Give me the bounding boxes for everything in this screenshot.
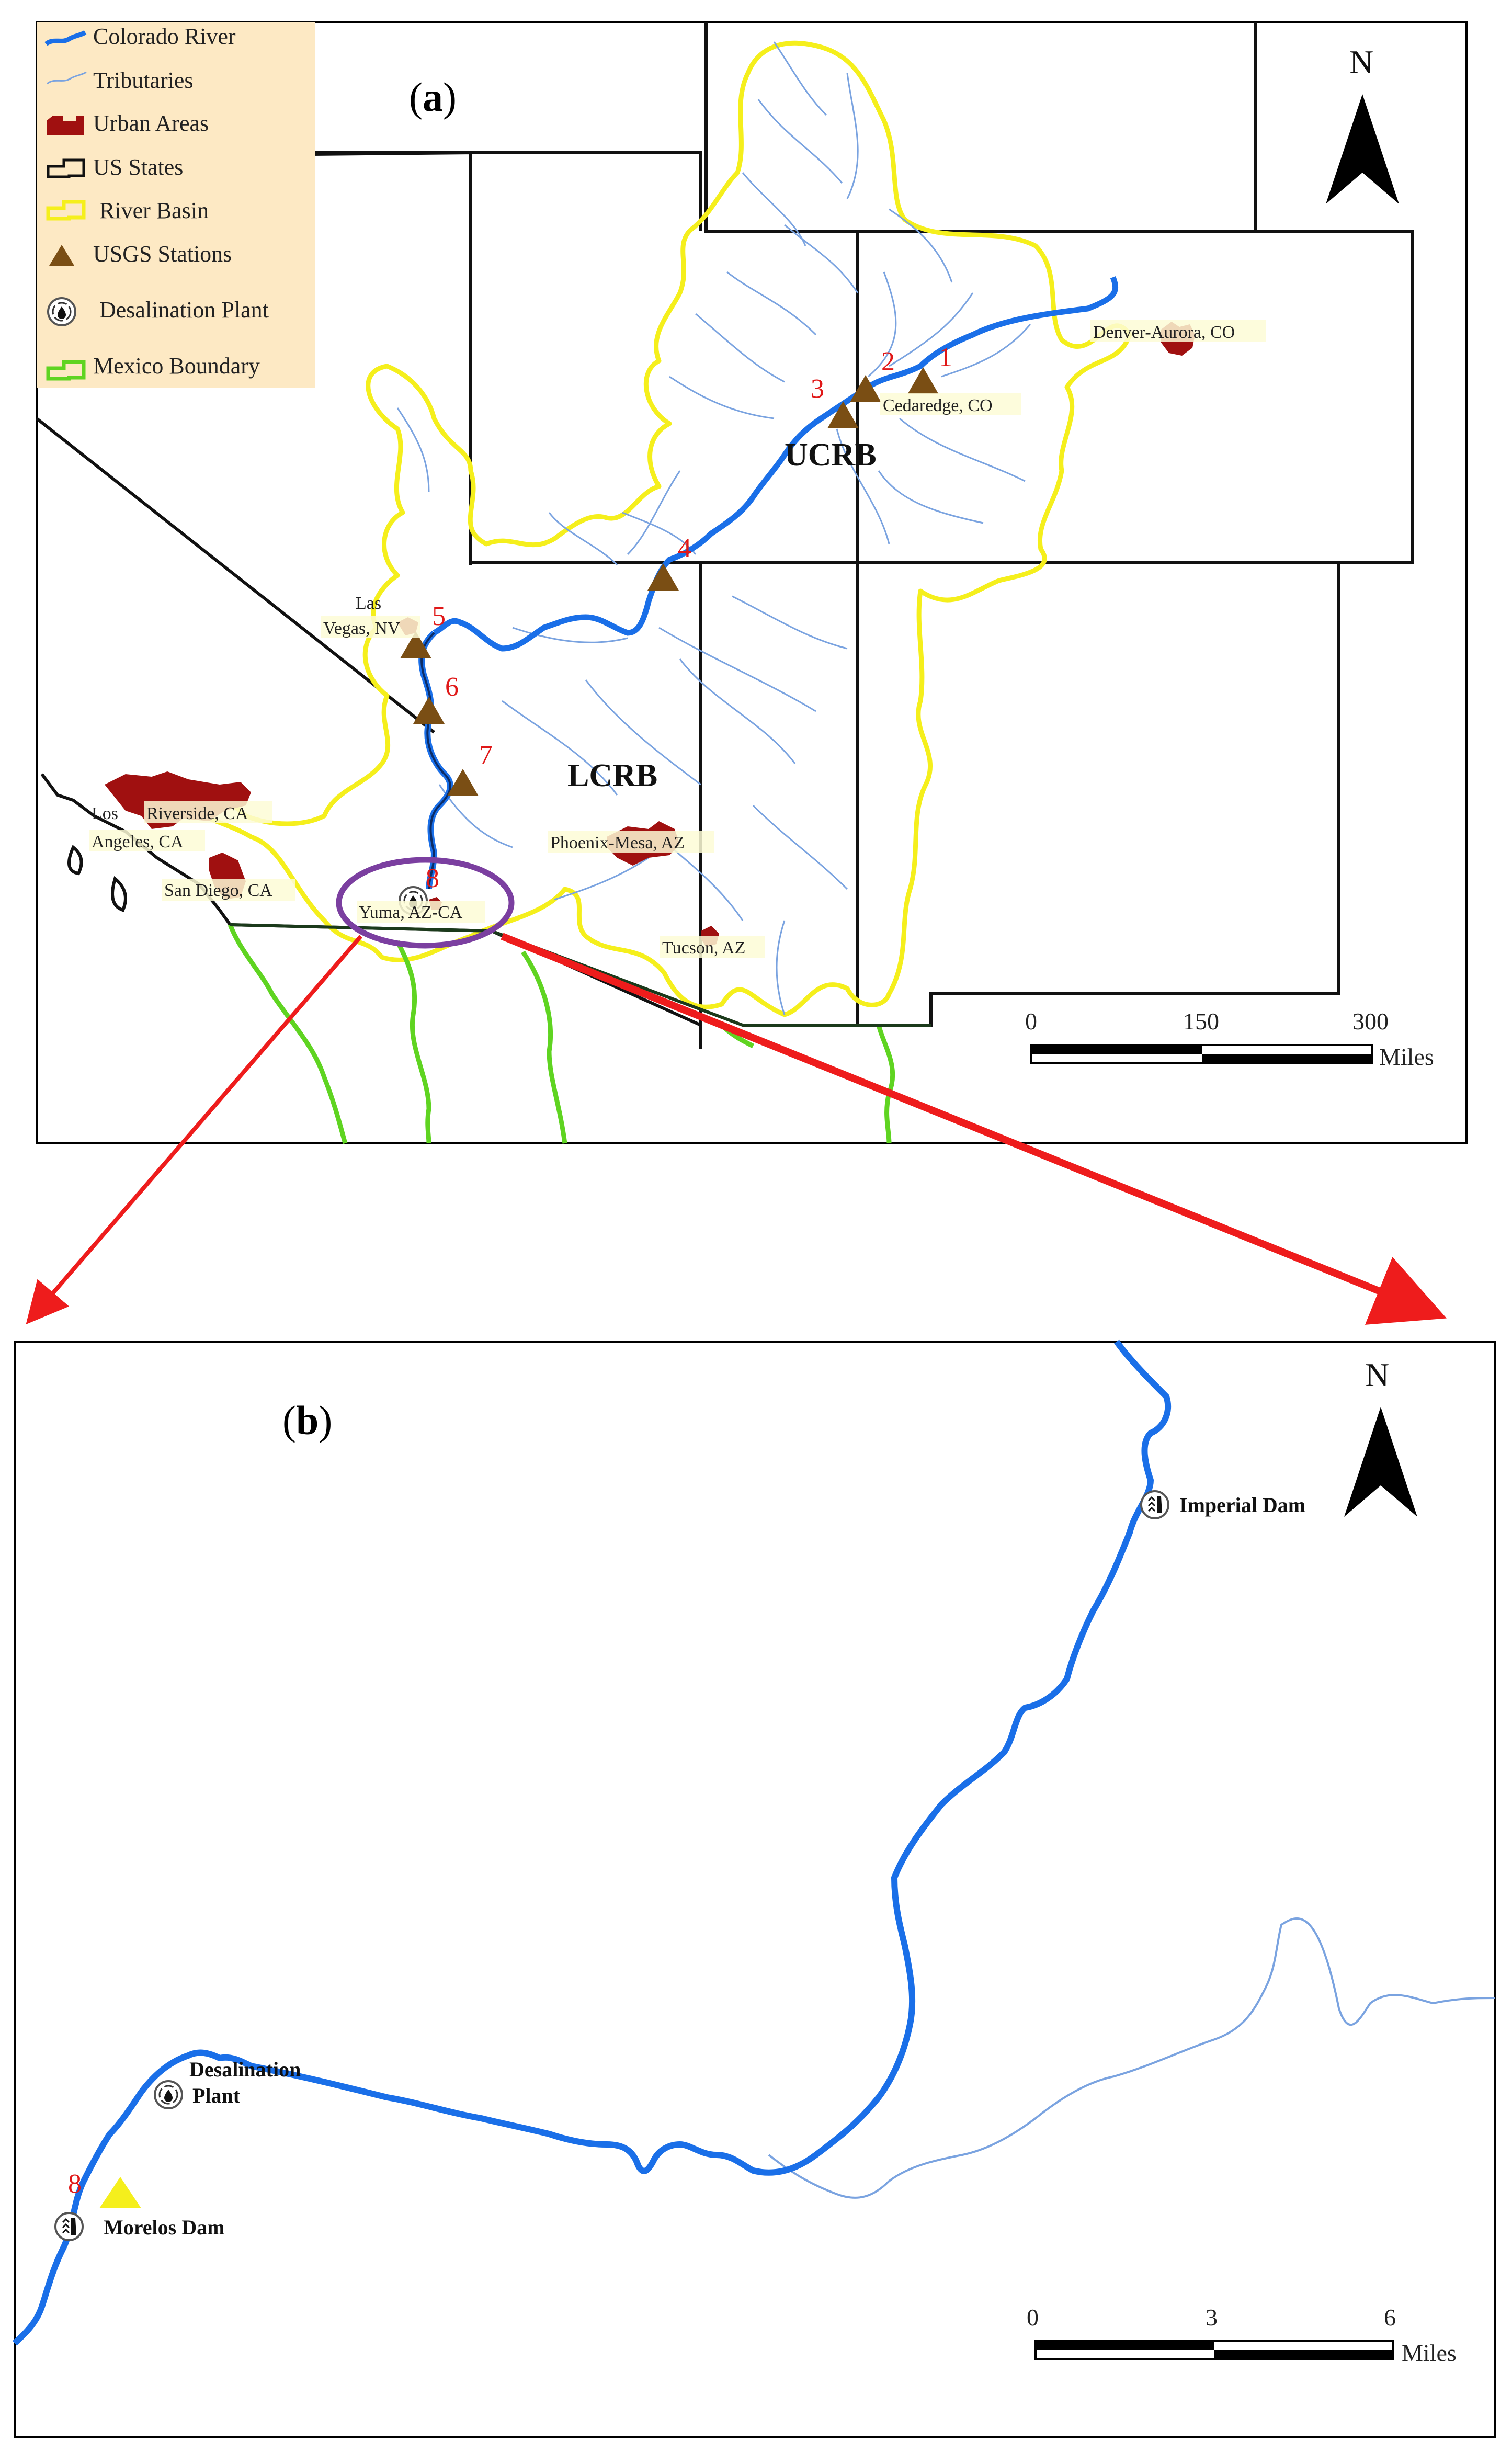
panel-b-letter: (b) [282,1398,332,1443]
morelos-dam-icon [54,2212,84,2241]
north-label-b: N [1365,1356,1389,1393]
legend-label-tributaries: Tributaries [93,67,194,93]
station-label-1: 1 [939,343,952,372]
scale-a-unit: Miles [1379,1043,1434,1070]
usgs-station-symbol [49,245,74,266]
station-label-7: 7 [479,740,493,770]
legend-label-colorado-river: Colorado River [93,24,236,49]
legend-label-usgs-stations: USGS Stations [93,241,232,267]
scale-a-tick-0: 0 [1025,1008,1037,1035]
legend-label-urban-areas: Urban Areas [93,110,209,136]
colorado-river [433,276,1119,652]
desalination-plant-b-icon [154,2080,183,2109]
legend-label-us-states: US States [93,154,183,180]
north-label-a: N [1349,43,1373,81]
city-phoenix-label: Phoenix-Mesa, AZ [550,833,685,853]
panel-a-letter-text: a [423,74,443,120]
city-los-angeles-label-2: Angeles, CA [92,832,184,851]
city-san-diego-label: San Diego, CA [164,881,272,900]
tributary-b [768,1917,1495,2199]
city-cedaredge-label: Cedaredge, CO [883,396,993,415]
us-states-symbol [47,158,85,178]
legend-label-desalination-plant: Desalination Plant [99,297,269,323]
lcrb-label: LCRB [567,758,657,793]
city-las-vegas-label-1: Las [356,594,381,613]
scale-b-tick-2: 6 [1384,2304,1396,2331]
station-label-3: 3 [811,374,824,404]
desalination-label-1: Desalination [189,2058,301,2081]
mexico-boundary-symbol [46,360,86,381]
scale-a-tick-1: 150 [1183,1008,1219,1035]
urban-areas-symbol [47,116,84,135]
colorado-river-lower-dark [420,632,451,890]
panel-b: Imperial Dam Desalination Plant Morelos … [12,1339,1496,2438]
station-8-b-icon [99,2177,141,2208]
scale-bar-a: 0 150 300 Miles [1025,1008,1434,1070]
zoom-arrow-right [501,933,1447,1325]
scale-a-tick-2: 300 [1352,1008,1389,1035]
station-label-4: 4 [678,533,691,563]
city-los-angeles-label-1: Los [92,804,118,823]
morelos-dam-label: Morelos Dam [104,2216,224,2239]
city-denver-label: Denver-Aurora, CO [1093,323,1235,342]
station-8-b-label: 8 [68,2169,82,2199]
city-tucson-label: Tucson, AZ [662,938,745,958]
city-las-vegas-label-2: Vegas, NV [323,619,401,638]
river-basin-symbol [46,200,86,221]
colorado-river-b [12,1339,1172,2346]
panel-a-letter: (a) [409,74,457,120]
legend-label-river-basin: River Basin [99,198,209,223]
zoom-arrow-left [26,935,363,1325]
desalination-label-2: Plant [192,2084,241,2107]
station-label-6: 6 [445,672,459,702]
north-arrow-icon [1326,94,1399,204]
panel-a: 1 2 3 4 5 6 7 8 UCRB LCRB Denver-Aurora,… [26,21,1468,1325]
north-arrow-b: N [1344,1356,1417,1517]
desalination-plant-symbol [47,297,76,326]
imperial-dam-label: Imperial Dam [1179,1493,1305,1517]
panel-b-letter-text: b [296,1398,319,1443]
scale-b-tick-0: 0 [1027,2304,1039,2331]
north-arrow-a: N [1326,43,1399,204]
legend-label-mexico-boundary: Mexico Boundary [93,353,260,379]
tributaries-symbol [47,71,87,85]
scale-b-tick-1: 3 [1206,2304,1218,2331]
legend: Colorado River Tributaries Urban Areas U… [37,22,315,388]
ucrb-label: UCRB [785,437,877,473]
station-label-5: 5 [432,601,446,631]
station-label-8: 8 [426,864,439,893]
city-yuma-label: Yuma, AZ-CA [359,903,463,922]
station-label-2: 2 [881,347,895,377]
city-riverside-label: Riverside, CA [146,804,248,823]
scale-b-unit: Miles [1402,2340,1457,2366]
zoom-ellipse [336,857,515,949]
panel-b-frame [14,1341,1496,2438]
tributaries [396,41,1031,1015]
us-mexico-border [230,923,931,1027]
colorado-river-symbol [44,30,87,46]
scale-bar-b: 0 3 6 Miles [1027,2304,1457,2366]
imperial-dam-icon [1140,1490,1169,1519]
north-arrow-b-icon [1344,1407,1417,1517]
